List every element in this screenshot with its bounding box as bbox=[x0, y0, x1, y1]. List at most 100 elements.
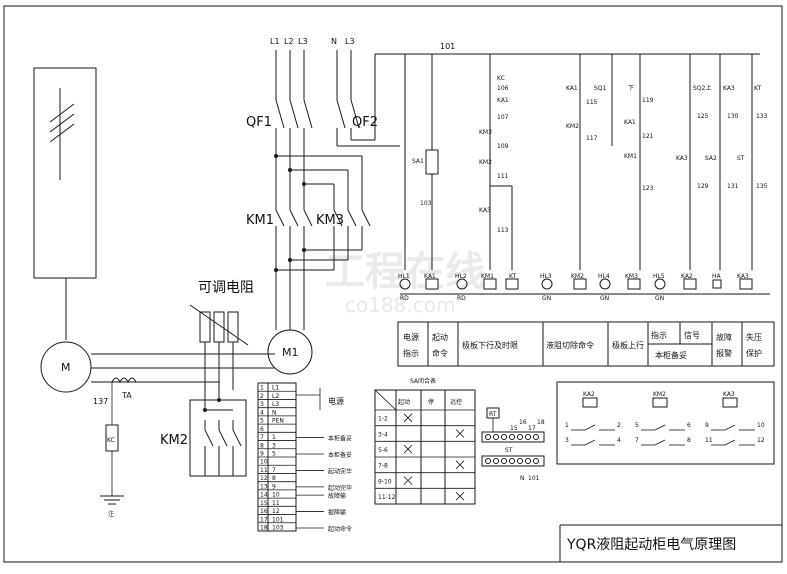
svg-text:18: 18 bbox=[537, 419, 545, 426]
terminal-number: 13 bbox=[260, 483, 268, 490]
terminal-address: 101 bbox=[272, 516, 284, 523]
svg-text:KM2: KM2 bbox=[566, 123, 579, 130]
control-column-sq2: SQ2上 125 KA3 129 bbox=[676, 54, 711, 270]
sa-row-key: 9-10 bbox=[378, 478, 392, 485]
svg-text:6: 6 bbox=[687, 422, 691, 429]
svg-text:ST: ST bbox=[737, 155, 745, 162]
svg-text:123: 123 bbox=[642, 185, 654, 192]
svg-text:故障: 故障 bbox=[716, 332, 732, 342]
terminal-address: N bbox=[272, 409, 277, 416]
svg-text:131: 131 bbox=[727, 183, 739, 190]
svg-text:11: 11 bbox=[705, 437, 713, 444]
svg-text:KM3: KM3 bbox=[625, 273, 638, 280]
svg-text:停: 停 bbox=[428, 398, 434, 406]
adjustable-resistor: 可调电阻 bbox=[189, 280, 254, 410]
ta-label: TA bbox=[121, 391, 132, 400]
svg-text:HL1: HL1 bbox=[398, 273, 410, 280]
svg-text:135: 135 bbox=[756, 183, 768, 190]
terminal-address: 7 bbox=[272, 467, 276, 474]
qf1-label: QF1 bbox=[246, 115, 272, 130]
terminal-number: 6 bbox=[260, 426, 264, 433]
terminal-address: 8 bbox=[272, 475, 276, 482]
svg-text:KA1: KA1 bbox=[424, 273, 436, 280]
terminal-number: 16 bbox=[260, 508, 268, 515]
breaker-qf1: QF1 bbox=[246, 99, 362, 210]
svg-text:119: 119 bbox=[642, 97, 654, 104]
svg-text:RD: RD bbox=[400, 295, 409, 302]
svg-text:起动: 起动 bbox=[432, 332, 448, 342]
svg-text:信号: 信号 bbox=[684, 330, 700, 340]
terminal-number: 10 bbox=[260, 459, 268, 466]
svg-text:co188.com: co188.com bbox=[345, 293, 455, 317]
svg-text:130: 130 bbox=[727, 113, 739, 120]
svg-text:121: 121 bbox=[642, 133, 654, 140]
svg-text:HA: HA bbox=[712, 273, 722, 280]
svg-text:117: 117 bbox=[586, 135, 598, 142]
terminal-description: 故障输 bbox=[328, 492, 346, 500]
svg-text:16: 16 bbox=[519, 419, 527, 426]
breaker-qf2: QF2 101 bbox=[336, 42, 760, 147]
svg-text:9: 9 bbox=[705, 422, 709, 429]
svg-text:保护: 保护 bbox=[746, 348, 762, 358]
svg-text:107: 107 bbox=[497, 114, 509, 121]
svg-text:下: 下 bbox=[628, 85, 634, 92]
svg-text:KA3: KA3 bbox=[479, 207, 491, 214]
km2-label: KM2 bbox=[160, 433, 188, 448]
terminal-description: 本柜备妥 bbox=[328, 451, 352, 459]
terminal-address: 9 bbox=[272, 483, 276, 490]
svg-text:KC: KC bbox=[497, 75, 505, 82]
svg-text:KM2: KM2 bbox=[479, 159, 492, 166]
terminal-power-label: 电源 bbox=[328, 396, 344, 406]
kc-meter-label: KC bbox=[107, 437, 115, 444]
sa-row-key: 7-8 bbox=[378, 463, 388, 470]
liquid-resistor-tank bbox=[33, 67, 97, 340]
terminal-description: 起动完毕 bbox=[328, 484, 352, 492]
terminal-address: 10 bbox=[272, 492, 280, 499]
sa-row-key: 11-12 bbox=[378, 494, 396, 501]
svg-text:101: 101 bbox=[528, 475, 540, 482]
load-km1: KM1 bbox=[481, 273, 497, 290]
resistor-label: 可调电阻 bbox=[198, 280, 254, 296]
sa1-label: SA1 bbox=[412, 158, 424, 165]
svg-text:命令: 命令 bbox=[432, 348, 448, 358]
svg-text:1: 1 bbox=[565, 422, 569, 429]
terminal-number: 7 bbox=[260, 434, 264, 441]
svg-text:4: 4 bbox=[617, 437, 621, 444]
svg-text:失压: 失压 bbox=[746, 332, 762, 342]
svg-text:报警: 报警 bbox=[716, 348, 732, 358]
contactor-km1-km3: KM1 KM3 bbox=[246, 156, 371, 330]
terminal-number: 17 bbox=[260, 516, 268, 523]
st-terminal-block: RT 15 16 17 18 ST N 101 bbox=[481, 407, 545, 482]
function-table: 电源 指示 起动 命令 极板下行及时限 液阻切除命令 极板上行 指示 信号 本柜… bbox=[397, 321, 775, 367]
km3-label: KM3 bbox=[316, 213, 344, 228]
svg-text:起动: 起动 bbox=[398, 398, 410, 406]
svg-text:109: 109 bbox=[497, 143, 509, 150]
svg-text:KM3: KM3 bbox=[479, 129, 492, 136]
svg-text:KT: KT bbox=[509, 273, 516, 280]
terminal-address: L1 bbox=[272, 385, 279, 392]
terminal-address: 11 bbox=[272, 500, 280, 507]
svg-text:GN: GN bbox=[600, 295, 609, 302]
terminal-number: 1 bbox=[260, 385, 264, 392]
terminal-number: 8 bbox=[260, 442, 264, 449]
svg-text:5: 5 bbox=[635, 422, 639, 429]
l3b-label: L3 bbox=[345, 37, 355, 46]
supply-lines: L1 L2 L3 N L3 bbox=[270, 37, 355, 100]
terminal-address: 5 bbox=[272, 451, 276, 458]
svg-text:KT: KT bbox=[754, 85, 761, 92]
svg-text:KM1: KM1 bbox=[624, 153, 637, 160]
motor-m-label: M bbox=[61, 361, 71, 374]
load-ka3: KA3 bbox=[737, 273, 753, 290]
svg-text:本柜备妥: 本柜备妥 bbox=[655, 350, 687, 360]
svg-text:KM1: KM1 bbox=[481, 273, 494, 280]
svg-text:RT: RT bbox=[489, 411, 497, 418]
svg-text:KA1: KA1 bbox=[497, 97, 509, 104]
svg-text:2: 2 bbox=[617, 422, 621, 429]
load-ka1: KA1 bbox=[424, 273, 439, 290]
svg-text:KA1: KA1 bbox=[624, 119, 636, 126]
